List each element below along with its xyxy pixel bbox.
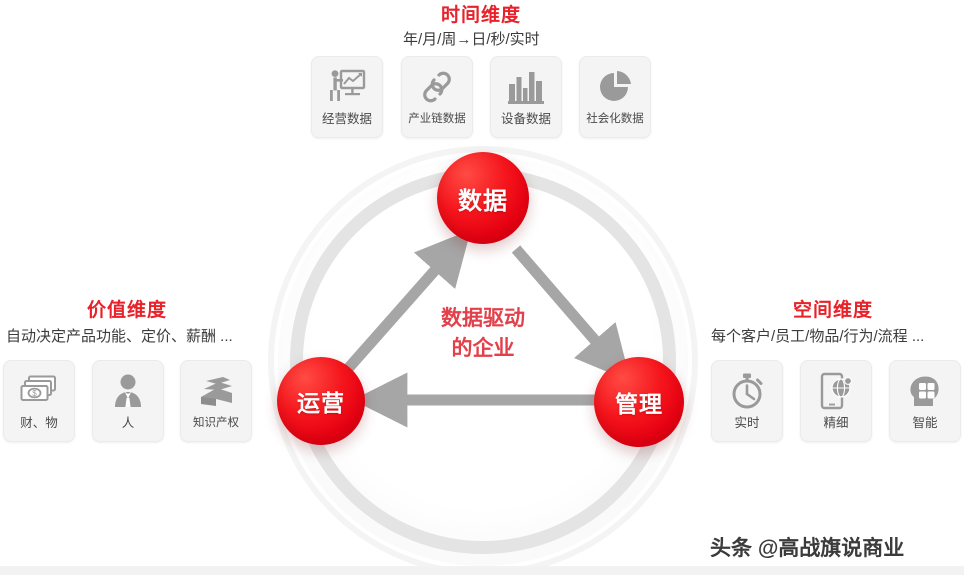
node-management[interactable]: 管理 (594, 357, 684, 447)
chain-link-icon (417, 67, 457, 107)
tile-label: 实时 (734, 416, 760, 430)
node-data[interactable]: 数据 (437, 152, 529, 244)
value-dimension-title: 价值维度 (87, 300, 168, 321)
tile-label: 产业链数据 (408, 113, 466, 125)
tile-intellectual-property[interactable]: 知识产权 (180, 360, 252, 442)
tile-fine-grained[interactable]: 精细 (800, 360, 872, 442)
node-operations[interactable]: 运营 (277, 357, 365, 445)
mobile-globe-icon (816, 371, 856, 411)
time-dimension-title: 时间维度 (441, 5, 522, 26)
tile-label: 人 (121, 416, 135, 430)
tile-industry-chain-data[interactable]: 产业链数据 (401, 56, 473, 138)
tile-social-data[interactable]: 社会化数据 (579, 56, 651, 138)
center-caption-line-1: 数据驱动 (441, 307, 525, 330)
tile-label: 财、物 (20, 416, 58, 430)
tile-label: 智能 (912, 416, 938, 430)
tile-label: 精细 (823, 416, 849, 430)
banknotes-icon: $ (19, 371, 59, 411)
tile-label: 设备数据 (500, 112, 551, 126)
books-icon (196, 371, 236, 411)
buildings-bar-icon (506, 67, 546, 107)
tile-label: 社会化数据 (586, 113, 644, 125)
center-caption-line-2: 的企业 (451, 337, 515, 360)
node-label: 运营 (297, 390, 345, 416)
arrow-data-to-mgmt (511, 245, 631, 382)
tile-label: 经营数据 (321, 112, 372, 126)
tile-realtime[interactable]: 实时 (711, 360, 783, 442)
person-suit-icon (108, 371, 148, 411)
time-dimension-subtitle: 年/月/周→日/秒/实时 (403, 31, 540, 48)
stopwatch-icon (727, 371, 767, 411)
head-puzzle-icon (905, 371, 945, 411)
node-label: 管理 (615, 391, 663, 417)
watermark: 头条 @高战旗说商业 (710, 537, 905, 560)
bottom-bar (0, 566, 964, 575)
center-caption: 数据驱动 的企业 (403, 304, 563, 364)
tile-people[interactable]: 人 (92, 360, 164, 442)
pie-chart-icon (595, 67, 635, 107)
node-label: 数据 (458, 187, 508, 215)
tile-label: 知识产权 (193, 417, 239, 429)
tile-equipment-data[interactable]: 设备数据 (490, 56, 562, 138)
space-dimension-title: 空间维度 (793, 300, 874, 321)
tile-finance-assets[interactable]: $ 财、物 (3, 360, 75, 442)
presentation-chart-icon (327, 67, 367, 107)
tile-business-data[interactable]: 经营数据 (311, 56, 383, 138)
svg-text:$: $ (32, 389, 37, 398)
space-dimension-subtitle: 每个客户/员工/物品/行为/流程 ... (711, 328, 925, 345)
tile-intelligent[interactable]: 智能 (889, 360, 961, 442)
value-dimension-subtitle: 自动决定产品功能、定价、薪酬 ... (6, 328, 233, 345)
arrow-ops-to-data (340, 229, 471, 376)
